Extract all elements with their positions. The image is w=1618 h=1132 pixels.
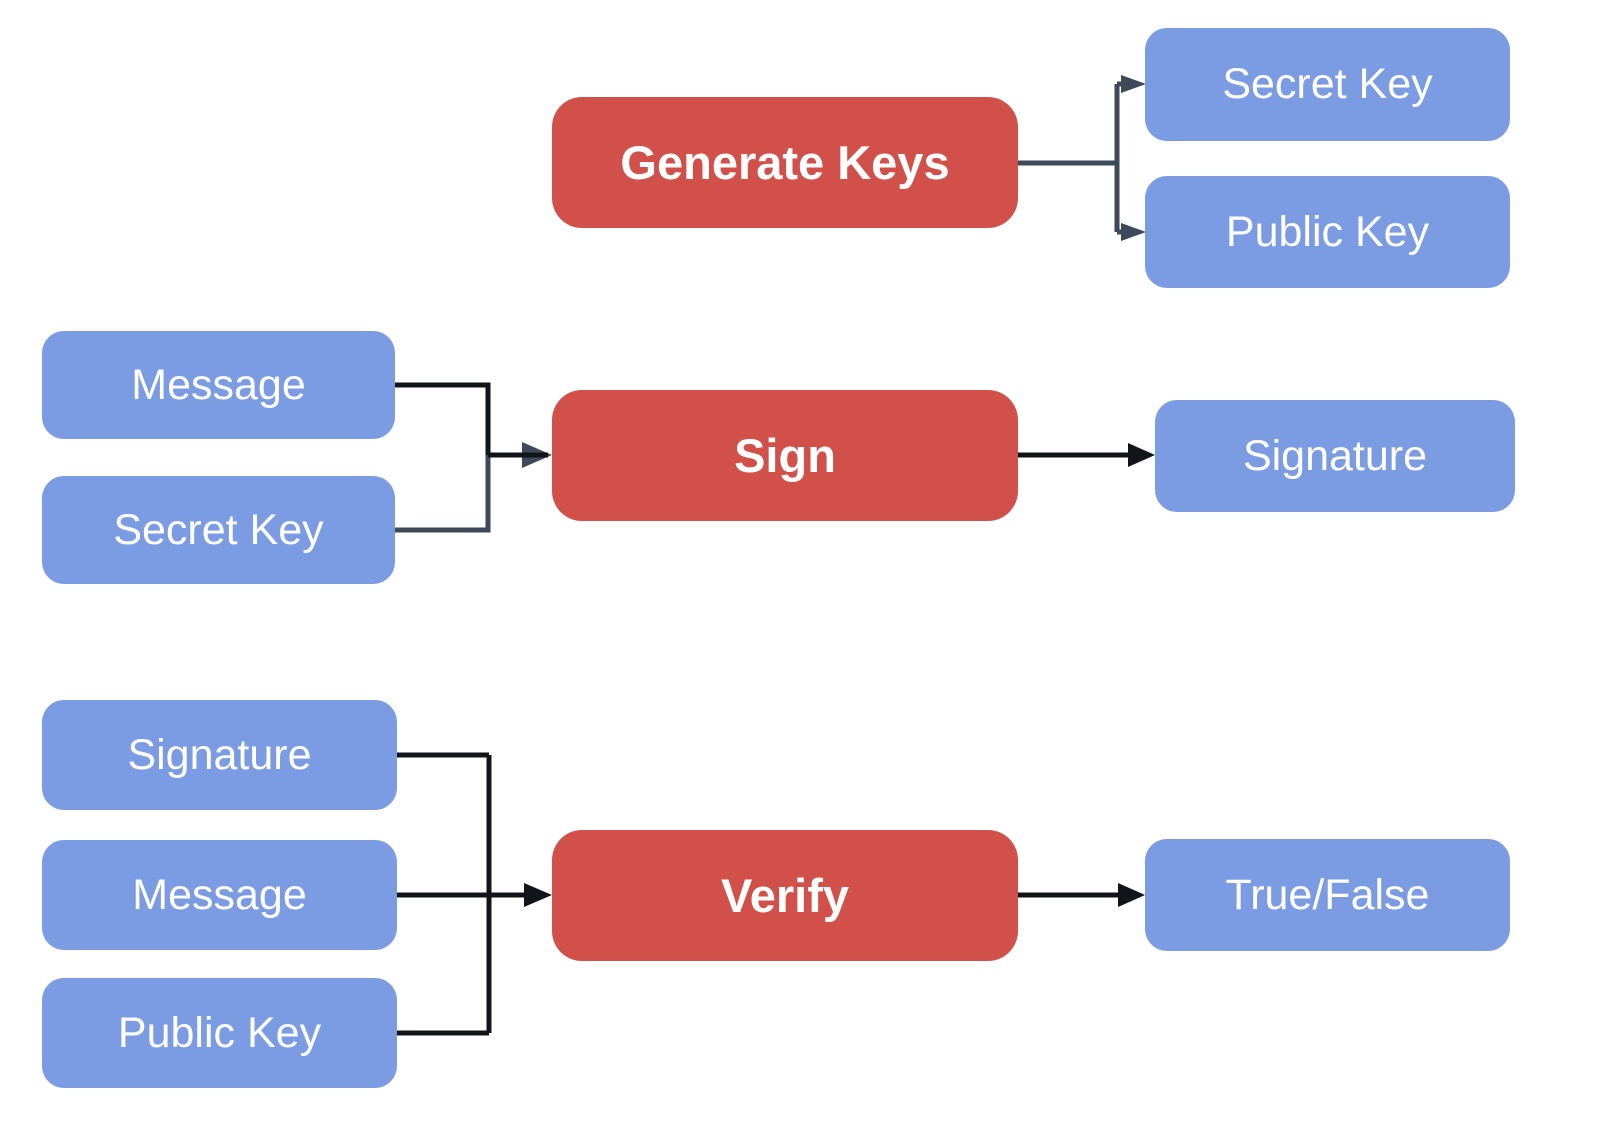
connector-sign-to-signature	[1018, 443, 1155, 467]
arrowhead-to-secret-key	[1121, 75, 1146, 93]
node-public-key-verify-input-label: Public Key	[117, 1008, 322, 1057]
node-verify: Verify	[552, 830, 1018, 961]
node-message-verify-input: Message	[42, 840, 397, 950]
node-secret-key-sign-input: Secret Key	[42, 476, 395, 584]
node-message-sign-input-label: Message	[131, 360, 306, 409]
node-secret-key-sign-input-label: Secret Key	[113, 505, 324, 554]
node-generate-keys-label: Generate Keys	[620, 136, 950, 189]
connector-generate-keys-split	[1018, 75, 1146, 241]
connector-sign-inputs	[395, 382, 552, 533]
arrowhead-to-true-false	[1118, 883, 1145, 907]
node-sign-label: Sign	[734, 429, 836, 482]
node-signature-verify-input-label: Signature	[127, 730, 312, 779]
connector-message-to-sign	[395, 382, 491, 455]
node-message-verify-input-label: Message	[132, 870, 307, 919]
node-signature-verify-input: Signature	[42, 700, 397, 810]
node-verify-label: Verify	[720, 869, 850, 922]
node-true-false-output-label: True/False	[1225, 870, 1430, 919]
node-signature-output: Signature	[1155, 400, 1515, 512]
node-public-key-output-label: Public Key	[1225, 207, 1430, 256]
arrowhead-to-verify	[524, 883, 552, 907]
connector-verify-to-result	[1018, 883, 1145, 907]
arrowhead-to-public-key	[1121, 223, 1146, 241]
node-generate-keys: Generate Keys	[552, 97, 1018, 228]
node-secret-key-output: Secret Key	[1145, 28, 1510, 141]
connector-verify-inputs	[397, 752, 552, 1036]
node-true-false-output: True/False	[1145, 839, 1510, 951]
node-public-key-verify-input: Public Key	[42, 978, 397, 1088]
node-public-key-output: Public Key	[1145, 176, 1510, 288]
node-signature-output-label: Signature	[1242, 431, 1428, 480]
node-secret-key-output-label: Secret Key	[1222, 60, 1433, 108]
node-sign: Sign	[552, 390, 1018, 521]
connector-secret-key-to-sign	[395, 455, 491, 533]
node-message-sign-input: Message	[42, 331, 395, 439]
arrowhead-to-signature	[1128, 443, 1155, 467]
